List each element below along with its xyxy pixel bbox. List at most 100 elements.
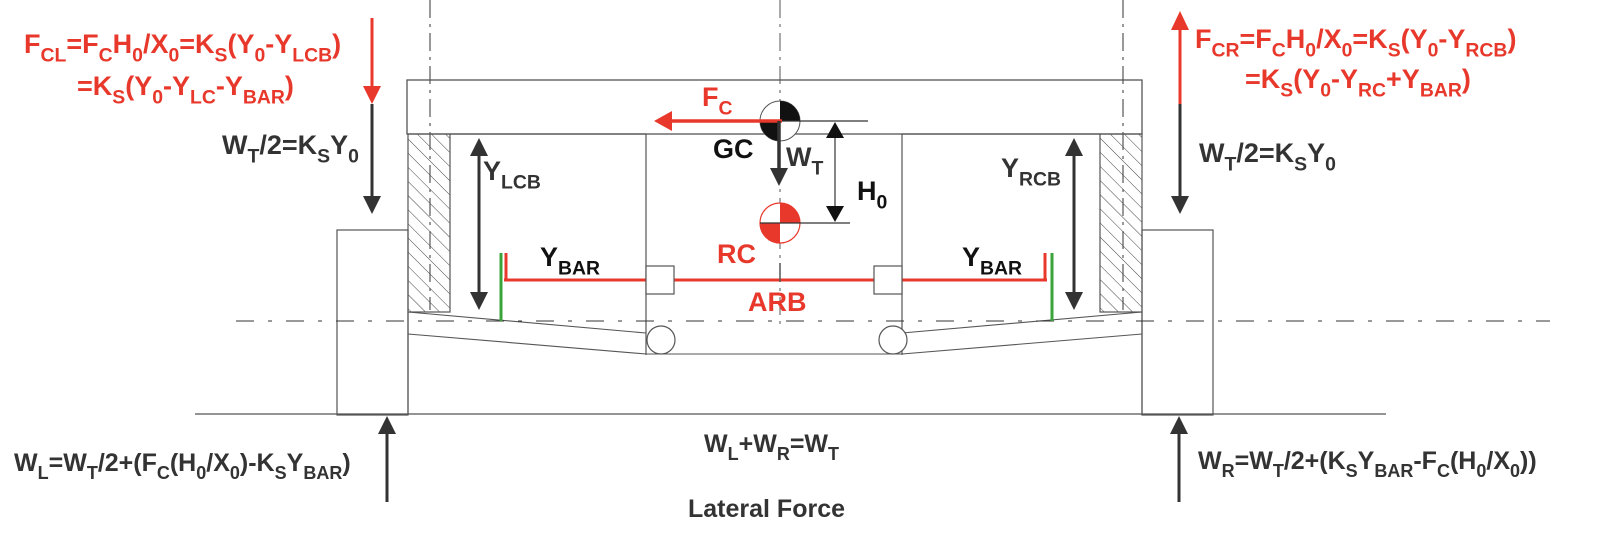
label-text: =W [49, 449, 88, 477]
subscript-text: 0 [1510, 461, 1520, 481]
weight-sum-equation: WL+WR=WT [704, 430, 839, 464]
label-text: =W [790, 430, 829, 458]
label-text: /X [143, 29, 169, 59]
subscript-text: 0 [1342, 40, 1353, 62]
label-text: GC [713, 134, 754, 164]
label-text: ) [342, 449, 350, 477]
label-text: (Y [1293, 64, 1320, 94]
left-spring-hatch [407, 133, 451, 313]
wl-equation: WL=WT/2+(FC(H0/X0)-KSYBAR) [14, 449, 351, 483]
subscript-text: 0 [877, 192, 888, 214]
label-text: Lateral Force [688, 495, 845, 523]
label-text: /X [206, 449, 230, 477]
label-text: W [786, 142, 812, 172]
label-text: W [1198, 447, 1222, 475]
label-text: RC [717, 239, 756, 269]
subscript-text: 0 [1325, 154, 1336, 176]
label-text: Y [287, 449, 304, 477]
subscript-text: C [719, 98, 733, 120]
label-text: -Y [265, 29, 292, 59]
fcr-equation-line2: =KS(Y0-YRC+YBAR) [1245, 64, 1471, 102]
subscript-text: 0 [1320, 80, 1331, 102]
subscript-text: S [1280, 80, 1293, 102]
subscript-text: R [1222, 461, 1235, 481]
label-text: )) [1520, 447, 1537, 475]
left-wheel [336, 229, 409, 416]
label-text: ) [1507, 24, 1516, 54]
wr-arrow-head [1170, 416, 1188, 434]
subscript-text: C [1437, 461, 1450, 481]
rc-label: RC [717, 239, 756, 269]
label-text: =K [179, 29, 215, 59]
label-text: W [1199, 138, 1225, 168]
subscript-text: LCB [501, 172, 541, 194]
ylcb-arrow-down [470, 292, 488, 310]
subscript-text: 0 [1305, 40, 1316, 62]
label-text: (H [1450, 447, 1476, 475]
subscript-text: S [1346, 461, 1358, 481]
left-pivot [646, 325, 676, 355]
yrcb-label: YRCB [1001, 153, 1061, 191]
ybar-right-label: YBAR [962, 242, 1022, 280]
subscript-text: 0 [1428, 40, 1439, 62]
subscript-text: BAR [980, 258, 1022, 280]
right-wheel [1141, 229, 1214, 416]
label-text: Y [483, 156, 501, 186]
label-text: =W [1235, 447, 1274, 475]
label-text: =K [77, 71, 113, 101]
label-text: -Y [163, 71, 190, 101]
h0-arrow-down [826, 206, 844, 222]
gc-label: GC [713, 134, 754, 164]
ybar-left-label: YBAR [540, 242, 600, 280]
label-text: F [24, 29, 41, 59]
fcr-arrow-head [1171, 11, 1189, 30]
label-text: /X [1486, 447, 1510, 475]
label-text: F [702, 82, 719, 112]
subscript-text: CR [1212, 40, 1240, 62]
subscript-text: T [1273, 461, 1284, 481]
subscript-text: R [777, 444, 790, 464]
label-text: Y [1358, 447, 1375, 475]
label-text: /2+(F [98, 449, 157, 477]
right-arm-bottom [901, 333, 1143, 355]
wr-equation: WR=WT/2+(KSYBAR-FC(H0/X0)) [1198, 447, 1537, 481]
subscript-text: 0 [1476, 461, 1486, 481]
subscript-text: LCB [292, 45, 332, 67]
wt-label: WT [786, 142, 823, 180]
wt-arrow-head [770, 168, 788, 186]
subscript-text: BAR [1420, 80, 1462, 102]
label-text: W [222, 130, 248, 160]
label-text: (Y [125, 71, 152, 101]
label-text: Y [330, 130, 348, 160]
left-weight-arrow-head [363, 196, 381, 214]
label-text: =K [1245, 64, 1281, 94]
subscript-text: T [247, 146, 259, 168]
right-pivot [878, 325, 908, 355]
fc-arrow-head [654, 111, 672, 131]
label-text: (Y [1401, 24, 1428, 54]
label-text: -Y [216, 71, 243, 101]
left-arm-top [407, 311, 647, 334]
label-text: H [1286, 24, 1306, 54]
label-text: /2=K [259, 130, 317, 160]
label-text: +Y [1386, 64, 1420, 94]
subscript-text: 0 [132, 45, 143, 67]
label-text: Y [962, 242, 980, 272]
subscript-text: S [1388, 40, 1401, 62]
yrcb-arrow-down [1065, 292, 1083, 310]
subscript-text: L [38, 463, 49, 483]
label-text: +W [739, 430, 778, 458]
subscript-text: C [1272, 40, 1286, 62]
subscript-text: S [317, 146, 330, 168]
subscript-text: 0 [230, 463, 240, 483]
ylcb-arrow-up [470, 138, 488, 156]
fcr-equation-line1: FCR=FCH0/X0=KS(Y0-YRCB) [1195, 24, 1516, 62]
label-text: =F [66, 29, 98, 59]
arb-label: ARB [748, 287, 807, 317]
subscript-text: BAR [243, 87, 285, 109]
h0-arrow-up [826, 122, 844, 138]
label-text: (H [170, 449, 196, 477]
subscript-text: RCB [1019, 169, 1061, 191]
subscript-text: RCB [1465, 40, 1507, 62]
